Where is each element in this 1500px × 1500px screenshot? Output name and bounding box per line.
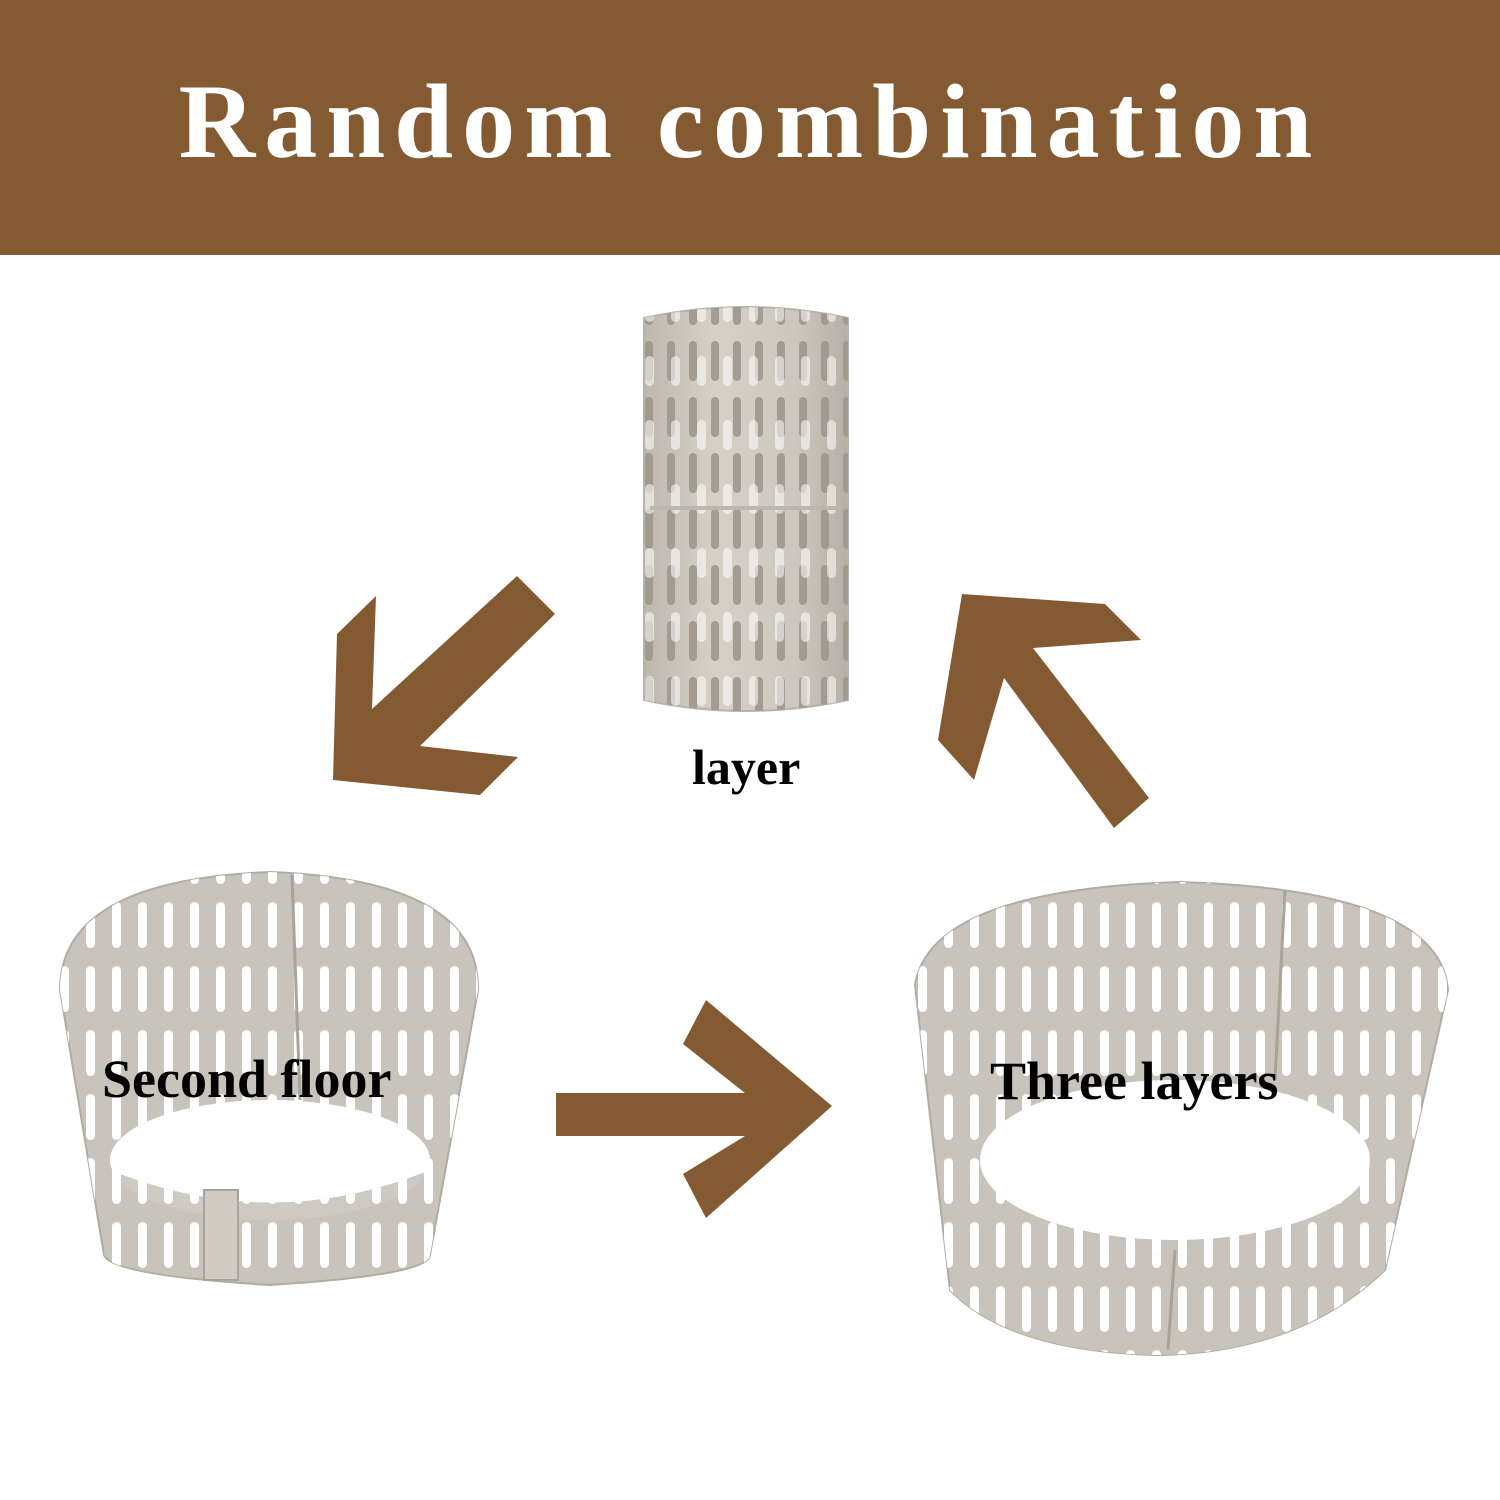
- caption-three-layers: Three layers: [990, 1051, 1279, 1111]
- single-layer-guard: [643, 306, 849, 712]
- caption-single-layer: layer: [692, 739, 801, 795]
- arrow-down-left-icon: [333, 576, 555, 795]
- caption-second-floor: Second floor: [102, 1049, 392, 1109]
- arrow-up-left-icon: [938, 594, 1149, 828]
- arrow-right-icon: [556, 1000, 832, 1218]
- second-floor-guard: [58, 870, 480, 1287]
- three-layers-guard: [913, 880, 1450, 1357]
- header-banner: Random combination: [0, 0, 1500, 255]
- page-title: Random combination: [178, 62, 1322, 180]
